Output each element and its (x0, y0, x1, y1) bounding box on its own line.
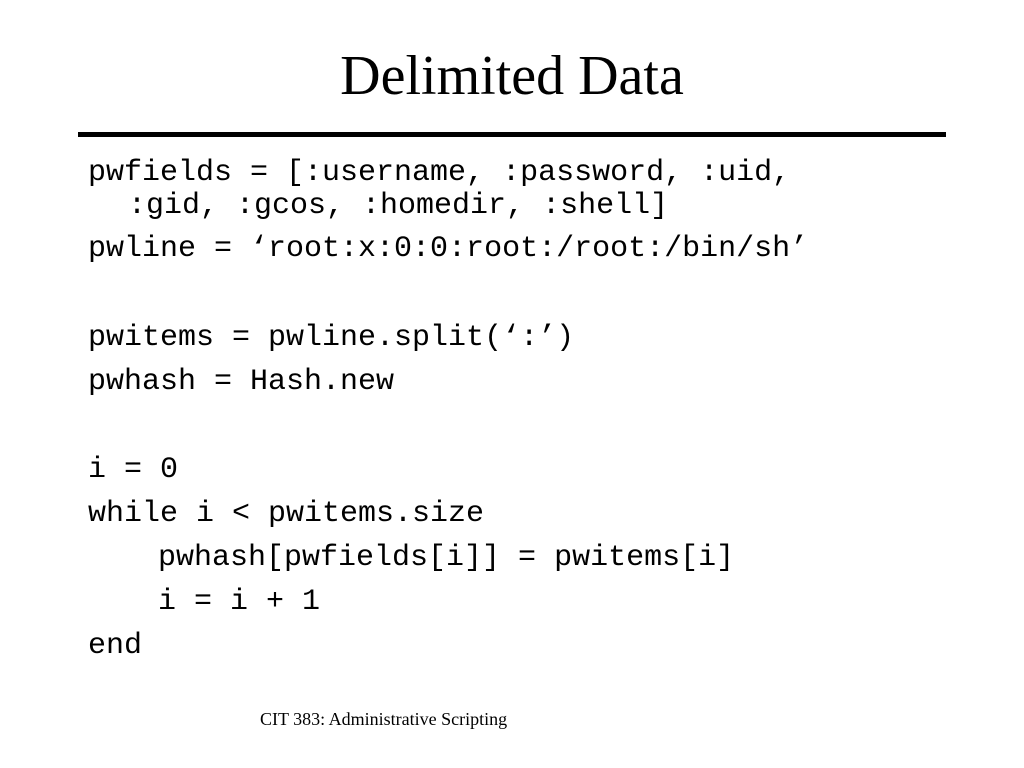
code-line: pwitems = pwline.split(‘:’) (88, 321, 575, 355)
code-line: while i < pwitems.size (88, 497, 485, 531)
code-line: i = i + 1 (158, 585, 321, 619)
code-line: pwhash = Hash.new (88, 365, 395, 399)
slide-title: Delimited Data (340, 45, 684, 107)
code-line: :gid, :gcos, :homedir, :shell] (128, 189, 669, 223)
code-line: pwfields = [:username, :password, :uid, (88, 156, 791, 190)
title-divider (78, 132, 946, 137)
code-line: i = 0 (88, 453, 179, 487)
code-line: pwline = ‘root:x:0:0:root:/root:/bin/sh’ (88, 232, 809, 266)
slide-footer: CIT 383: Administrative Scripting (260, 709, 508, 729)
code-line: pwhash[pwfields[i]] = pwitems[i] (158, 541, 735, 575)
code-line: end (88, 629, 143, 663)
